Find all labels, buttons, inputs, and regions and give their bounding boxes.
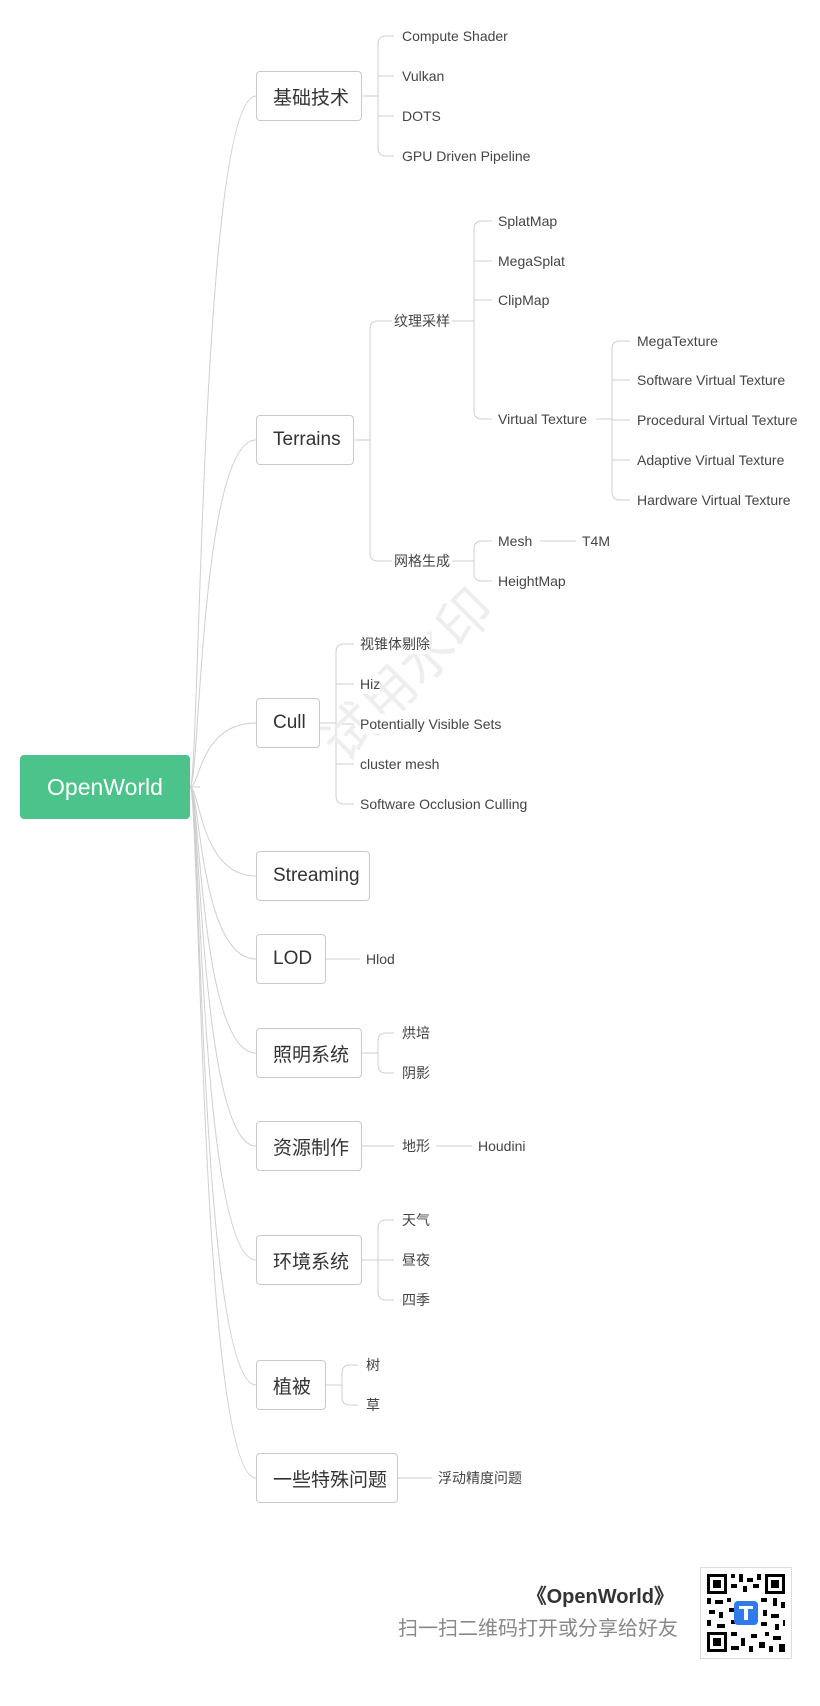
leaf-node[interactable]: cluster mesh xyxy=(360,754,440,774)
leaf-node[interactable]: Software Occlusion Culling xyxy=(360,794,528,814)
leaf-node[interactable]: MegaTexture xyxy=(637,331,718,351)
leaf-node[interactable]: MegaSplat xyxy=(498,251,565,271)
leaf-node[interactable]: T4M xyxy=(582,531,610,551)
leaf-node[interactable]: Software Virtual Texture xyxy=(637,370,786,390)
leaf-node[interactable]: Hlod xyxy=(366,949,395,969)
leaf-node[interactable]: Adaptive Virtual Texture xyxy=(637,450,785,470)
leaf-node[interactable]: Potentially Visible Sets xyxy=(360,714,502,734)
leaf-node[interactable]: Vulkan xyxy=(402,66,445,86)
leaf-node[interactable]: 草 xyxy=(366,1395,380,1415)
branch-node-vegetation[interactable]: 植被 xyxy=(256,1360,326,1410)
leaf-node[interactable]: 烘培 xyxy=(402,1023,430,1043)
leaf-node[interactable]: Hiz xyxy=(360,674,381,694)
leaf-node[interactable]: Hardware Virtual Texture xyxy=(637,490,791,510)
sub-branch-texture-sampling[interactable]: 纹理采样 xyxy=(394,311,450,331)
branch-node-cull[interactable]: Cull xyxy=(256,698,320,748)
leaf-node[interactable]: 地形 xyxy=(402,1136,430,1156)
leaf-node[interactable]: GPU Driven Pipeline xyxy=(402,146,531,166)
leaf-node[interactable]: DOTS xyxy=(402,106,441,126)
leaf-node[interactable]: 树 xyxy=(366,1355,380,1375)
leaf-node[interactable]: ClipMap xyxy=(498,290,550,310)
branch-node-asset-production[interactable]: 资源制作 xyxy=(256,1121,362,1171)
leaf-node[interactable]: Procedural Virtual Texture xyxy=(637,410,798,430)
leaf-node[interactable]: 浮动精度问题 xyxy=(438,1468,522,1488)
leaf-node[interactable]: 四季 xyxy=(402,1290,430,1310)
leaf-node[interactable]: Houdini xyxy=(478,1136,526,1156)
leaf-node[interactable]: SplatMap xyxy=(498,211,558,231)
leaf-node[interactable]: 视锥体剔除 xyxy=(360,634,430,654)
leaf-node[interactable]: Mesh xyxy=(498,531,533,551)
root-node[interactable]: OpenWorld xyxy=(20,755,190,819)
leaf-node[interactable]: 昼夜 xyxy=(402,1250,430,1270)
sub-branch-virtual-texture[interactable]: Virtual Texture xyxy=(498,409,587,429)
branch-node-lod[interactable]: LOD xyxy=(256,934,326,984)
sub-branch-mesh-generation[interactable]: 网格生成 xyxy=(394,551,450,571)
leaf-node[interactable]: Compute Shader xyxy=(402,26,508,46)
leaf-node[interactable]: 天气 xyxy=(402,1210,430,1230)
branch-node-special-issues[interactable]: 一些特殊问题 xyxy=(256,1453,398,1503)
footer-subtitle: 扫一扫二维码打开或分享给好友 xyxy=(398,1618,678,1640)
leaf-node[interactable]: 阴影 xyxy=(402,1063,430,1083)
branch-node-basic-tech[interactable]: 基础技术 xyxy=(256,71,362,121)
qr-code-icon xyxy=(700,1567,792,1659)
leaf-node[interactable]: HeightMap xyxy=(498,571,566,591)
branch-node-terrains[interactable]: Terrains xyxy=(256,415,354,465)
branch-node-environment[interactable]: 环境系统 xyxy=(256,1235,362,1285)
footer-title: 《OpenWorld》 xyxy=(526,1586,674,1608)
branch-node-streaming[interactable]: Streaming xyxy=(256,851,370,901)
branch-node-lighting[interactable]: 照明系统 xyxy=(256,1028,362,1078)
